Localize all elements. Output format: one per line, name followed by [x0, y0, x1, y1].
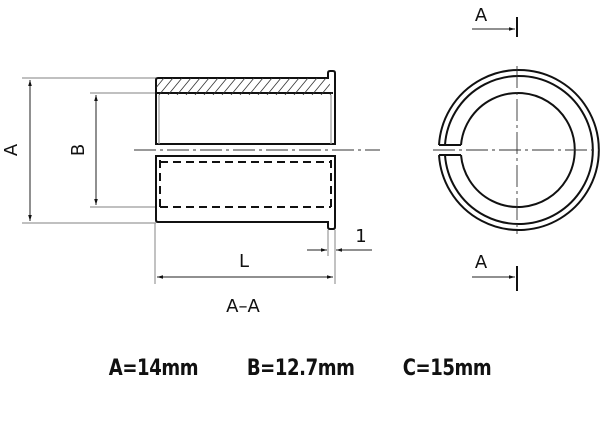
- section-title: A–A: [226, 296, 260, 317]
- dimension-b-label: B: [68, 144, 89, 156]
- dimension-a-label: A: [1, 143, 22, 156]
- spec-a: A=14mm: [108, 356, 198, 381]
- spec-c: C=15mm: [403, 356, 492, 381]
- dimension-flange-label: 1: [355, 226, 366, 247]
- bushing-lower-view: [155, 155, 336, 230]
- dimension-l-label: L: [239, 251, 249, 272]
- hatch-pattern: [156, 78, 333, 95]
- bushing-upper-section: [155, 70, 336, 145]
- dimension-specs: A=14mm B=12.7mm C=15mm: [0, 356, 600, 381]
- section-marker-top-label: A: [475, 5, 488, 26]
- section-marker-bottom-label: A: [475, 252, 488, 273]
- spec-b: B=12.7mm: [246, 356, 355, 381]
- end-view: A A: [433, 5, 600, 291]
- section-view: A B L 1 A–A: [1, 70, 380, 317]
